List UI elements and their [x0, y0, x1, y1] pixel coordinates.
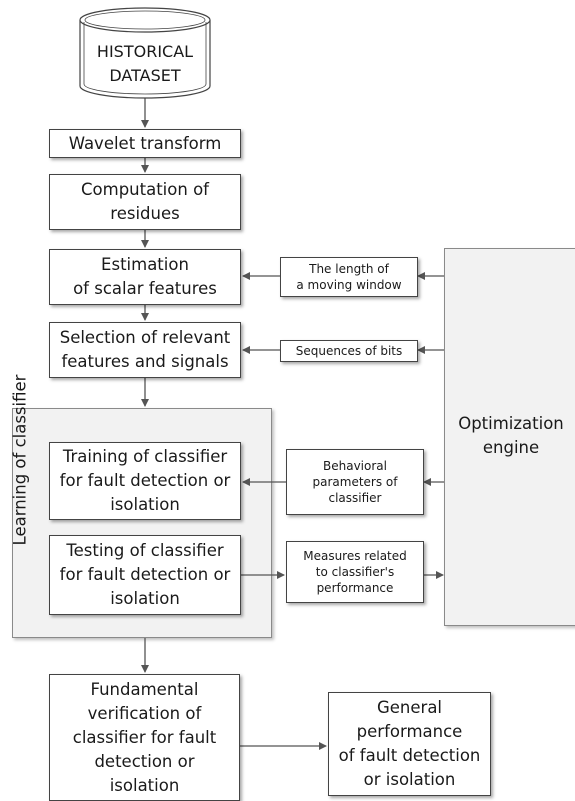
performance-measures-box: Measures related to classifier's perform…: [286, 541, 424, 603]
estimation-of-scalar-features-step: Estimation of scalar features: [49, 249, 241, 305]
window-length-parameter: The length of a moving window: [280, 257, 418, 297]
wavelet-transform-step: Wavelet transform: [49, 129, 241, 158]
historical-dataset-label: HISTORICAL DATASET: [96, 42, 194, 85]
optimization-engine-label: Optimization engine: [458, 414, 564, 457]
training-of-classifier-step: Training of classifier for fault detecti…: [49, 442, 241, 520]
general-performance-result: General performance of fault detection o…: [328, 692, 491, 796]
selection-of-relevant-features-step: Selection of relevant features and signa…: [49, 322, 241, 378]
testing-of-classifier-step: Testing of classifier for fault detectio…: [49, 535, 241, 615]
fundamental-verification-step: Fundamental verification of classifier f…: [49, 674, 240, 801]
computation-of-residues-step: Computation of residues: [49, 174, 241, 230]
database-cylinder-icon: [79, 7, 211, 99]
learning-of-classifier-label: Learning of classifier: [10, 374, 30, 546]
behavioral-parameters-box: Behavioral parameters of classifier: [286, 449, 424, 515]
bit-sequences-parameter: Sequences of bits: [280, 340, 418, 362]
optimization-engine-panel: [444, 248, 575, 626]
